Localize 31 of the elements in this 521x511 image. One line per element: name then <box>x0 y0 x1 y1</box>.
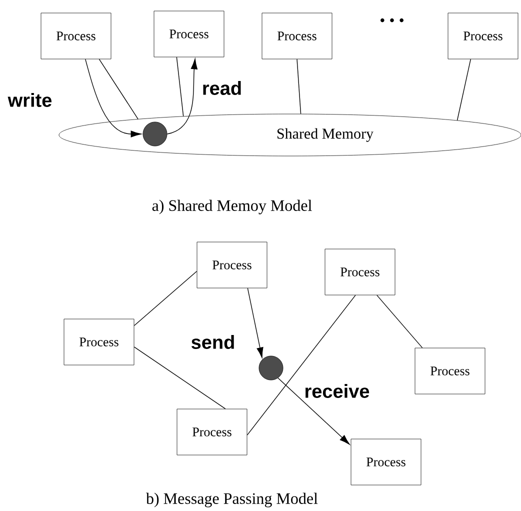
connector-line <box>456 58 472 121</box>
process-box: Process <box>154 10 224 58</box>
process-box: Process <box>40 12 112 60</box>
connector-line <box>134 346 226 410</box>
caption: a) Shared Memoy Model <box>152 200 312 214</box>
arrow <box>247 288 264 358</box>
edge-label: write <box>8 93 52 107</box>
process-box: Process <box>196 242 268 288</box>
process-box: Process <box>64 318 134 366</box>
connector-line <box>134 270 198 326</box>
process-box: Process <box>324 248 396 296</box>
message-dot <box>258 356 284 380</box>
process-box: Process <box>262 12 332 60</box>
connector-line <box>296 58 302 114</box>
edge-label: read <box>203 81 241 95</box>
arrow <box>166 58 198 134</box>
connector-line <box>98 58 138 120</box>
caption: b) Message Passing Model <box>146 492 318 508</box>
process-box: Process <box>176 408 248 456</box>
edge-label: receive <box>306 384 370 398</box>
process-box: Process <box>448 12 518 60</box>
message-dot <box>142 122 168 146</box>
connector-line <box>176 56 184 117</box>
ellipsis-dots: • • • <box>380 18 404 22</box>
connector-line <box>376 294 423 348</box>
edge-label: send <box>192 335 234 349</box>
connector-line <box>246 294 356 436</box>
arrow <box>278 378 350 445</box>
process-box: Process <box>414 348 486 394</box>
process-box: Process <box>350 438 422 486</box>
arrow <box>85 58 142 138</box>
